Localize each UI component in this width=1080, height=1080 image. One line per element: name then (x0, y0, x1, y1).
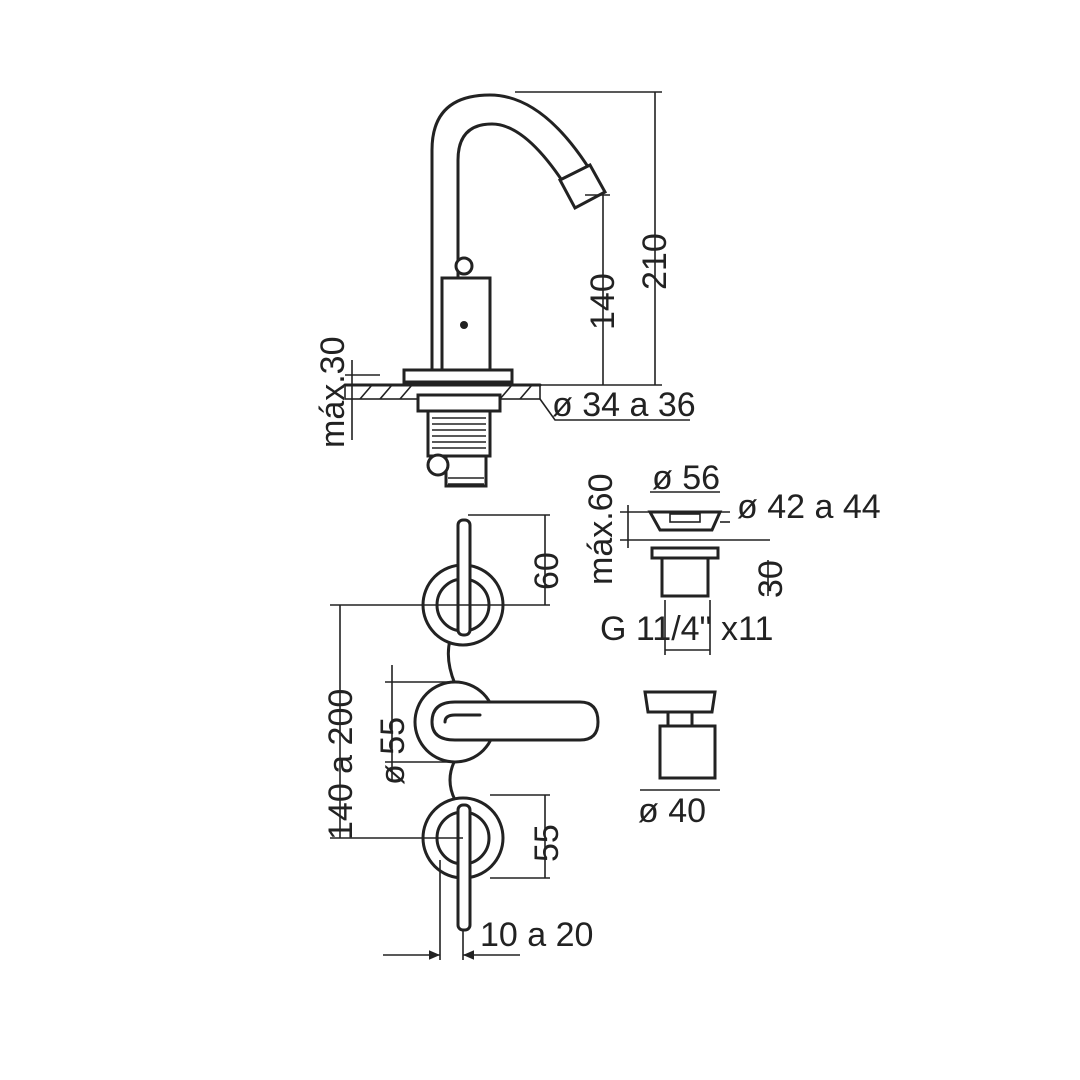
dim-handle-40: ø 40 (638, 792, 706, 830)
front-view-handles (413, 518, 600, 932)
dim-140: 140 (584, 273, 622, 330)
dim-140-200: 140 a 200 (322, 689, 360, 840)
dim-drain-56: ø 56 (652, 459, 720, 497)
dim-hole-top: ø 34 a 36 (552, 386, 696, 424)
dim-rosette-55: ø 55 (374, 717, 412, 785)
drain (620, 491, 770, 655)
dim-55: 55 (528, 824, 566, 862)
dim-max60: máx.60 (582, 474, 620, 586)
top-dimension-lines (345, 91, 690, 440)
front-dimension-lines (330, 514, 550, 960)
spout-faucet (343, 93, 608, 488)
dim-drain-30: 30 (752, 560, 790, 598)
dim-drain-hole: ø 42 a 44 (737, 488, 881, 526)
drain-thread: G 11/4" x11 (600, 610, 773, 648)
dim-max30: máx.30 (314, 337, 352, 449)
dim-60: 60 (528, 552, 566, 590)
dim-210: 210 (636, 233, 674, 290)
dim-10-20: 10 a 20 (480, 916, 593, 954)
cross-handle (640, 690, 720, 791)
